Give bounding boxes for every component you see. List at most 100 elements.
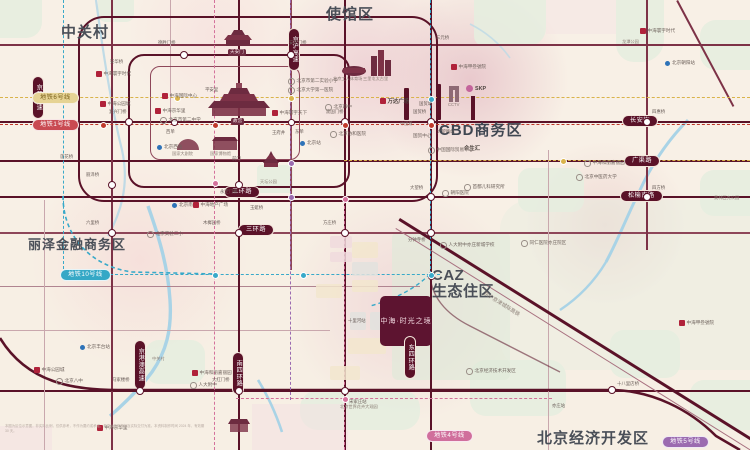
road-pill-east4ring[interactable]: 东四环路 [404,336,417,379]
landmark-hesheng-hui[interactable]: 合生汇 [464,144,480,152]
node-fangzhuang[interactable] [341,229,349,237]
poi-zhonghai-6[interactable]: 中海寰宇天下 [272,110,307,116]
node-majialou[interactable] [136,387,144,395]
node-andingmen[interactable] [287,51,295,59]
metro-station-dot-c3[interactable] [212,272,219,279]
landmark-wanda-plaza[interactable]: 万达广场 [380,97,409,105]
poi-zhonghai-12[interactable]: 中海甲叁號院 [679,320,714,326]
landmark-guomao-center[interactable]: 国贸中心 [413,133,431,139]
poi-label: 中海京华里 [162,108,186,113]
landmark-skp[interactable]: SKP [466,85,486,92]
station-beijing-fengtai[interactable]: 北京丰台站 [80,344,110,350]
poi-school-3[interactable]: 北京四中 [325,104,352,111]
metro-station-dot-y1[interactable] [174,95,181,102]
node-liuliqiao[interactable] [108,229,116,237]
station-beijing-chaoyang[interactable]: 北京朝阳站 [665,60,695,66]
metro-station-dot-c4[interactable] [300,272,307,279]
metro-station-dot-r4[interactable] [100,122,107,129]
metro-station-dot-c2[interactable] [428,272,435,279]
poi-zhonghai-7[interactable]: 中海和丽嘉丽园 [584,160,625,167]
road-pill-3ring[interactable]: 三环路 [238,224,275,237]
poi-ring-icon [576,174,583,181]
metro-pill-line6[interactable]: 地铁6号线 [32,92,79,105]
poi-school-4[interactable]: 北京市第二中学 [160,117,201,124]
poi-school-8[interactable]: 人大附中 [190,382,217,389]
node-minor-2[interactable] [171,119,178,126]
poi-ring-icon [325,104,332,111]
poi-school-6[interactable]: 人大附中亦庄新城学校 [440,242,494,249]
metro-station-dot-pk3[interactable] [212,180,219,187]
road-pill-guangqu[interactable]: 广渠路 [624,155,661,168]
poi-school-10[interactable]: 北京实验二小 [147,231,183,238]
node-sihuiqiao-e[interactable] [427,193,435,201]
node-sihui[interactable] [643,118,651,126]
poi-zhonghai-11[interactable]: 中海京华里 [97,425,127,431]
metro-station-dot-r1[interactable] [212,122,219,129]
road-h-songyu [0,196,750,198]
poi-zhonghai-2[interactable]: 中海国际中心 [162,93,197,99]
station-beijing[interactable]: 北京站 [300,140,321,146]
poi-school-1[interactable]: 北京市第二实验小学 [288,78,338,85]
road-pill-2ring[interactable]: 二环路 [224,186,261,199]
metro-line-10-east [430,0,431,274]
station-beijing-south[interactable]: 北京南站 [172,202,197,208]
node-shibalidian[interactable] [608,386,616,394]
node-deshengmen[interactable] [180,51,188,59]
poi-label: 北京经济技术开发区 [474,368,516,374]
metro-station-dot-pk1[interactable] [342,196,349,203]
poi-label: 北京协和医院 [338,131,367,137]
node-lizeqiao[interactable] [108,181,116,189]
metro-station-dot-r3[interactable] [428,122,435,129]
brand-icon [192,370,198,376]
node-fenzhongsi[interactable] [427,229,435,237]
poi-school-2[interactable]: 北京大学第一医院 [288,87,333,94]
brand-icon [679,320,685,326]
poi-zhonghai-5[interactable]: 中海甲叁號院 [451,64,486,70]
road-pill-jingshen[interactable]: 京沪高速 [288,28,301,71]
poi-zhonghai-8[interactable]: 中海寰宇时代 [640,28,675,34]
poi-zhonghai-1[interactable]: 中海寰宇时代 [96,71,131,77]
node-fuxingmen[interactable] [125,118,133,126]
node-yongdingmen[interactable] [235,181,243,189]
poi-zhonghai-3[interactable]: 中海公园城 [100,101,130,107]
poi-zhonghai-plaza[interactable]: 中海地产广场 [193,202,228,208]
poi-school-5[interactable]: 首都儿科研究所 [464,184,505,191]
metro-pill-line4[interactable]: 地铁4号线 [426,430,473,443]
metro-pill-line1[interactable]: 地铁1号线 [32,119,79,132]
brand-icon [96,71,102,77]
poi-school-9[interactable]: 北京中医药大学 [576,174,617,181]
metro-station-dot-p2[interactable] [288,194,295,201]
node-south4ring-e[interactable] [341,387,349,395]
brand-icon [451,64,457,70]
metro-station-dot-r2[interactable] [342,122,349,129]
metro-pill-line5[interactable]: 地铁5号线 [662,436,709,449]
station-beijing-west[interactable]: 北京西站 [157,144,182,150]
road-pill-jinggangao[interactable]: 京港澳高速 [134,340,147,390]
metro-station-dot-c1[interactable] [428,96,435,103]
node-muxiyuan[interactable] [235,229,243,237]
poi-hospital-2[interactable]: 朝阳医院 [442,190,469,197]
poi-ring-icon [440,242,447,249]
poi-hospital-3[interactable]: 同仁医院亦庄院区 [521,240,566,247]
node-dahongmen[interactable] [235,387,243,395]
poi-zhonghai-9[interactable]: 中海公园城 [34,367,64,373]
poi-label: 中海寰宇时代 [647,28,676,33]
metro-station-dot-p1[interactable] [288,160,295,167]
poi-zhonghai-10[interactable]: 中海和丽嘉丽园 [192,370,232,376]
road-pill-songyu[interactable]: 松榆南路 [620,190,663,203]
train-station-icon [665,60,670,66]
poi-zhonghai-4[interactable]: 中海京华里 [155,108,185,114]
poi-label: 中海和丽嘉丽园 [199,370,232,375]
road-pill-changan[interactable]: 长安街 [622,115,659,128]
metro-station-dot-y3[interactable] [560,158,567,165]
poi-bda-admin[interactable]: 北京经济技术开发区 [466,368,516,375]
metro-station-dot-y2[interactable] [288,95,295,102]
landmark-citic-intl-trade[interactable]: 中国国际贸易中心 [428,147,473,154]
node-sifang[interactable] [643,193,651,201]
node-minor-1[interactable] [288,119,295,126]
poi-hospital-1[interactable]: 北京协和医院 [330,131,366,138]
poi-school-7[interactable]: 北京八中 [56,378,83,385]
metro-pill-line10[interactable]: 地铁10号线 [60,269,111,282]
metro-station-dot-pk2[interactable] [342,396,349,403]
